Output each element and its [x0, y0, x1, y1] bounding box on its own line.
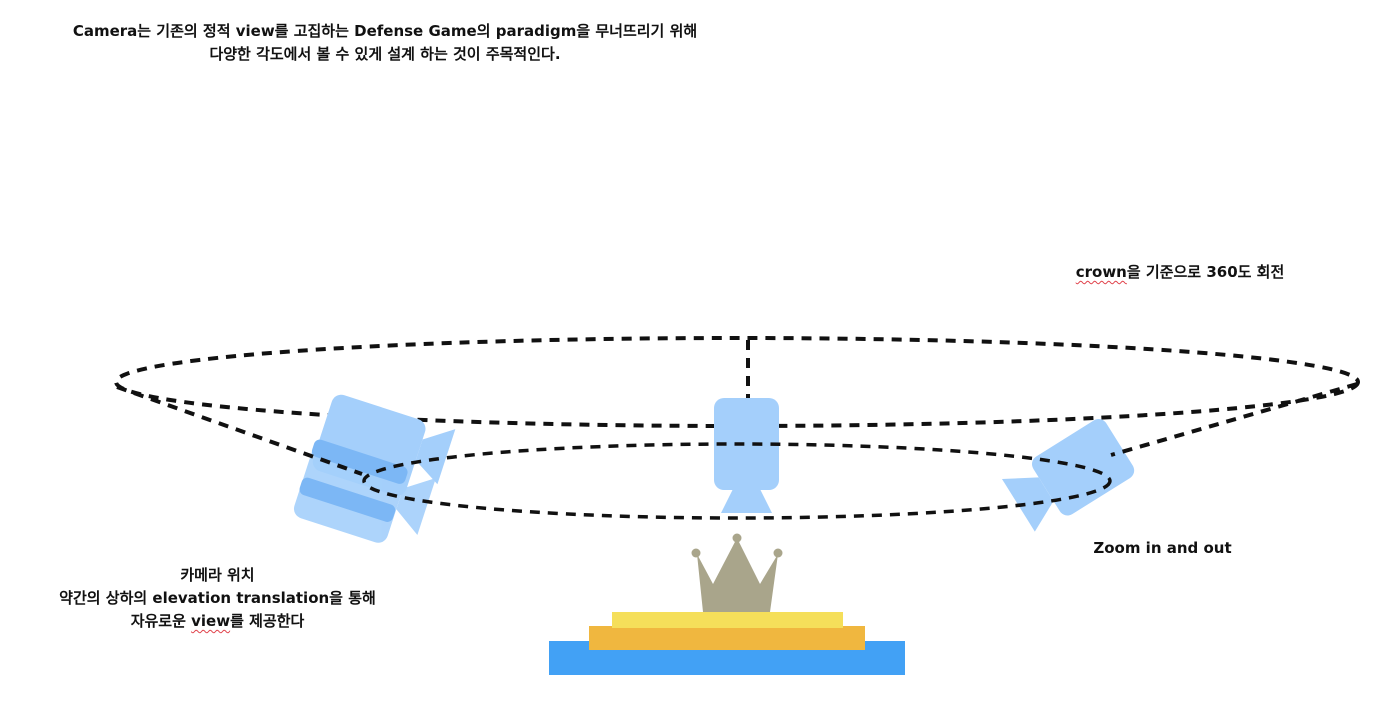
camera-icon [714, 398, 779, 513]
intro-note: Camera는 기존의 정적 view를 고집하는 Defense Game의 … [40, 20, 730, 66]
rotation-text: 을 기준으로 360도 회전 [1126, 263, 1285, 281]
camera-position-note: 카메라 위치 약간의 상하의 elevation translation을 통해… [40, 564, 395, 633]
right-connector-line [1110, 382, 1358, 457]
zoom-note: Zoom in and out [1093, 539, 1232, 557]
camera-icon [1001, 419, 1135, 532]
camera-note-line-3: 자유로운 view를 제공한다 [40, 610, 395, 633]
camera-note-keyword: view [191, 612, 231, 630]
camera-icon [293, 394, 456, 543]
intro-note-line-1: Camera는 기존의 정적 view를 고집하는 Defense Game의 … [72, 22, 698, 40]
intro-note-line-2: 다양한 각도에서 볼 수 있게 설계 하는 것이 주목적인다. [209, 45, 561, 63]
pedestal-icon [549, 612, 905, 675]
camera-note-line-2: 약간의 상하의 elevation translation을 통해 [59, 589, 376, 607]
crown-icon [691, 533, 783, 612]
inner-orbit-ellipse [362, 442, 1112, 520]
outer-orbit-ellipse [114, 336, 1360, 428]
camera-note-line-3-pre: 자유로운 [130, 612, 192, 630]
left-connector-line [116, 385, 363, 476]
rotation-note: crown을 기준으로 360도 회전 [1030, 261, 1330, 284]
rotation-keyword: crown [1075, 263, 1127, 281]
camera-note-line-1: 카메라 위치 [180, 566, 255, 584]
camera-note-line-3-post: 를 제공한다 [230, 612, 305, 630]
